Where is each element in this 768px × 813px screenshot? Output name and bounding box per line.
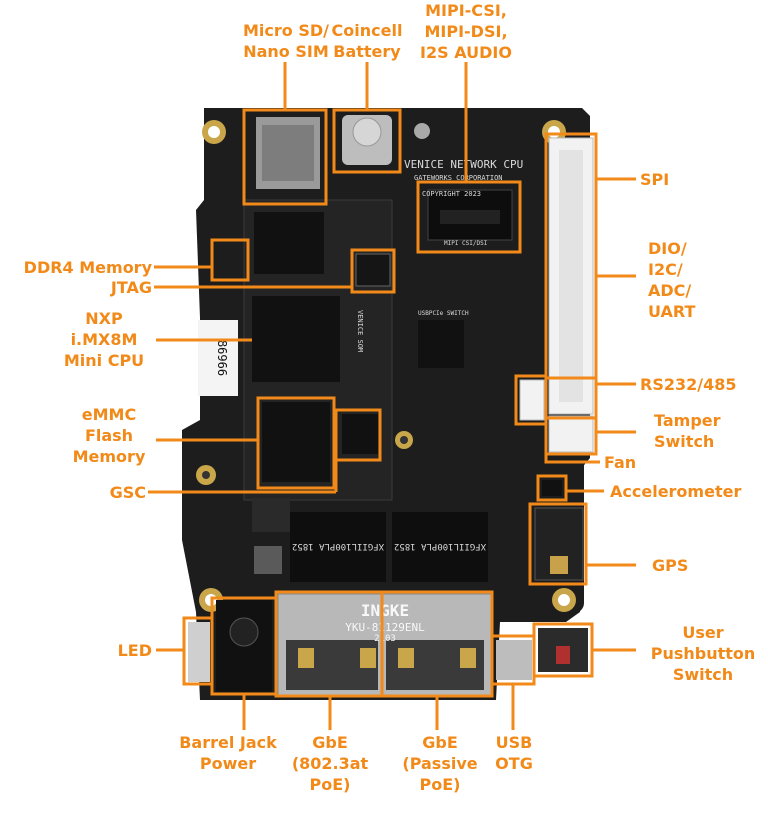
label-user-switch-line2: Pushbutton (650, 644, 756, 663)
label-rs232: RS232/485 (640, 375, 737, 394)
jack-part: YKU-81129ENL (345, 621, 425, 634)
label-nxp: NXP i.MX8M Mini CPU (56, 308, 152, 371)
jtag-header (355, 253, 391, 287)
label-led: LED (117, 641, 152, 660)
label-microsd-line2: Nano SIM (243, 42, 329, 61)
label-emmc-line1: eMMC (81, 405, 137, 424)
box-emmc (256, 396, 336, 490)
label-coincell-line2: Battery (333, 42, 401, 61)
label-jtag: JTAG (110, 278, 152, 297)
label-mipi-line2: MIPI-DSI, (424, 22, 508, 41)
label-gbe2-line3: PoE) (419, 775, 461, 794)
pcie-switch-chip (418, 320, 464, 368)
som-silk: VENICE SOM (356, 310, 364, 352)
label-dio: DIO/ I2C/ ADC/ UART (648, 238, 695, 322)
label-gbe2-line1: GbE (422, 733, 458, 752)
label-barrel-line2: Power (199, 754, 257, 773)
silkscreen-text: VENICE NETWORK CPU GATEWORKS CORPORATION… (292, 158, 523, 644)
chips (252, 115, 584, 581)
label-gps: GPS (652, 556, 689, 575)
label-coincell-line1: Coincell (331, 21, 403, 40)
inductor-2 (254, 546, 282, 574)
accelerometer-chip (542, 480, 562, 496)
label-gbe2: GbE (Passive PoE) (392, 732, 488, 795)
label-barrel: Barrel Jack Power (168, 732, 288, 774)
label-accelerometer: Accelerometer (610, 482, 742, 501)
label-gbe1: GbE (802.3at PoE) (282, 732, 378, 795)
label-microsd: Micro SD/ Nano SIM (226, 20, 346, 62)
box-gps (528, 502, 588, 586)
label-emmc-line3: Memory (72, 447, 146, 466)
label-nxp-line3: Mini CPU (63, 351, 145, 370)
tamper-connector (548, 415, 594, 453)
label-mipi-line3: I2S AUDIO (420, 43, 512, 62)
label-gbe2-line2: (Passive (402, 754, 478, 773)
ddr4-chip (254, 212, 324, 274)
emmc-chip (262, 402, 330, 482)
label-emmc: eMMC Flash Memory (66, 404, 152, 467)
label-coincell: Coincell Battery (322, 20, 412, 62)
box-fan (514, 374, 548, 426)
pcie-silk: USBPCIe SWITCH (418, 310, 469, 317)
jack-brand: INGKE (361, 601, 409, 620)
usb-connector (496, 640, 532, 680)
label-fan: Fan (604, 453, 637, 472)
label-user-switch-line3: Switch (672, 665, 734, 684)
label-nxp-line2: i.MX8M (70, 330, 138, 349)
label-dio-line4: UART (648, 302, 696, 321)
gsc-chip (342, 414, 378, 454)
board-copyright: COPYRIGHT 2023 (422, 190, 481, 198)
label-usb: USB OTG (486, 732, 542, 774)
label-dio-line3: ADC/ (648, 281, 692, 300)
box-gsc (334, 408, 382, 462)
label-mipi-line1: MIPI-CSI, (425, 1, 507, 20)
label-microsd-line1: Micro SD/ (243, 21, 329, 40)
label-tamper-line2: Switch (654, 432, 715, 451)
xfmr-a-text: XFGIIL100PLA 1852 (292, 541, 384, 551)
box-accel (536, 474, 568, 502)
mipi-silk: MIPI CSI/DSI (444, 240, 488, 247)
box-mipi (416, 180, 522, 254)
label-gbe1-line3: PoE) (309, 775, 351, 794)
label-barrel-line1: Barrel Jack (179, 733, 277, 752)
board-company: GATEWORKS CORPORATION (414, 174, 503, 182)
serial-number: 86966 (215, 340, 229, 376)
label-usb-line1: USB (495, 733, 533, 752)
label-ddr4: DDR4 Memory (23, 258, 152, 277)
label-tamper-line1: Tamper (654, 411, 721, 430)
cpu-chip (252, 296, 340, 382)
label-mipi: MIPI-CSI, MIPI-DSI, I2S AUDIO (416, 0, 516, 63)
led (188, 622, 210, 682)
inductor (252, 498, 290, 532)
label-usb-line2: OTG (495, 754, 533, 773)
label-user-switch-line1: User (682, 623, 724, 642)
label-spi: SPI (640, 170, 670, 189)
label-gbe1-line2: (802.3at (291, 754, 369, 773)
label-emmc-line2: Flash (84, 426, 134, 445)
label-user-switch: User Pushbutton Switch (640, 622, 766, 685)
label-tamper: Tamper Switch (654, 410, 721, 452)
side-connectors (519, 137, 594, 453)
label-gbe1-line1: GbE (312, 733, 348, 752)
label-nxp-line1: NXP (85, 309, 123, 328)
box-ddr4 (210, 238, 250, 282)
serial-label (198, 320, 238, 396)
leader-lines (148, 62, 636, 730)
xfmr-b-text: XFGIIL100PLA 1852 (394, 541, 486, 551)
jack-date: 2103 (374, 634, 396, 644)
board-title: VENICE NETWORK CPU (404, 158, 523, 171)
label-dio-line1: DIO/ (648, 239, 687, 258)
fan-connector (519, 379, 545, 421)
transformers (290, 512, 488, 582)
box-jtag (350, 248, 396, 294)
label-dio-line2: I2C/ (648, 260, 683, 279)
label-gsc: GSC (109, 483, 146, 502)
